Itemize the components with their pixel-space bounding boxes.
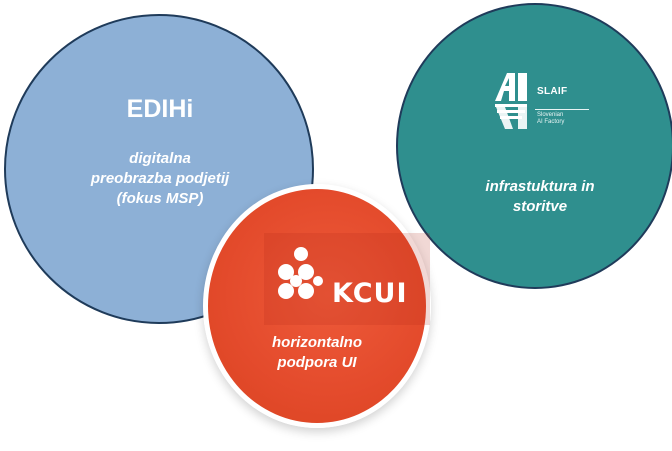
kcui-desc-line: podpora UI bbox=[277, 354, 357, 371]
slaif-logo-subtitle: Slovenian AI Factory bbox=[537, 112, 597, 126]
kcui-description: horizontalno podpora UI bbox=[247, 333, 387, 373]
slaif-ai-logo-icon bbox=[495, 73, 527, 129]
slaif-desc-line: storitve bbox=[512, 198, 568, 215]
slaif-circle bbox=[396, 3, 672, 289]
edihi-description: digitalna preobrazba podjetij (fokus MSP… bbox=[44, 149, 276, 209]
edihi-desc-line: (fokus MSP) bbox=[116, 190, 204, 207]
slaif-subtitle-line: Slovenian bbox=[537, 112, 564, 118]
kcui-dots-logo-icon bbox=[278, 247, 323, 299]
slaif-subtitle-line: AI Factory bbox=[537, 119, 565, 125]
kcui-circle bbox=[203, 184, 431, 428]
edihi-desc-line: digitalna bbox=[129, 150, 191, 167]
kcui-desc-line: horizontalno bbox=[272, 334, 362, 351]
slaif-desc-line: infrastuktura in bbox=[485, 178, 595, 195]
slaif-logo-text: SLAIF bbox=[537, 86, 568, 97]
slaif-description: infrastuktura in storitve bbox=[450, 177, 630, 217]
kcui-logo-text: KCUI bbox=[332, 278, 408, 309]
slaif-logo-divider bbox=[535, 109, 589, 110]
edihi-desc-line: preobrazba podjetij bbox=[90, 170, 230, 187]
edihi-title: EDIHi bbox=[126, 95, 194, 123]
